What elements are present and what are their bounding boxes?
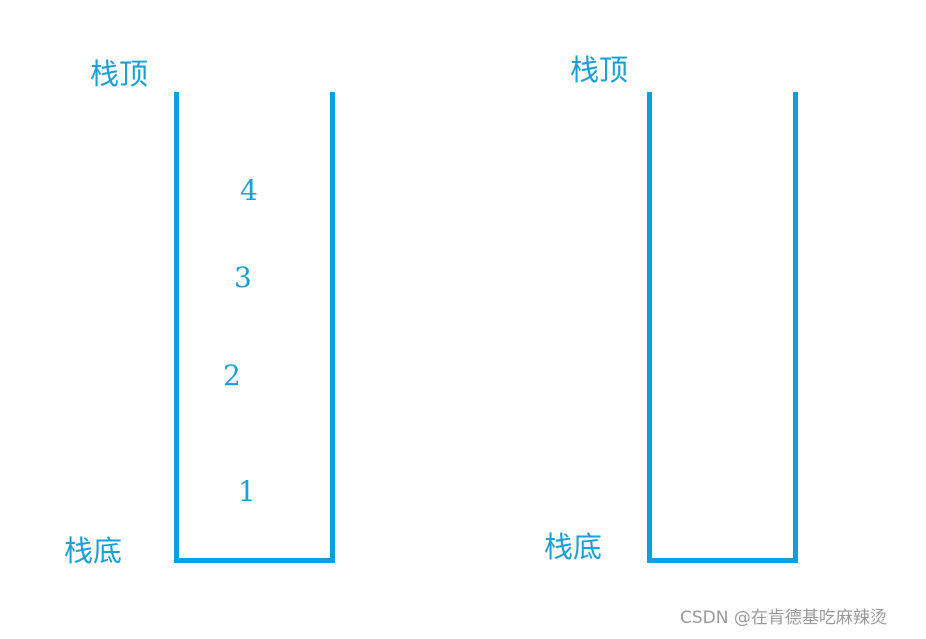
watermark: CSDN @在肯德基吃麻辣烫 (680, 608, 887, 628)
right-stack-left-wall (647, 92, 652, 563)
right-stack-bottom-label: 栈底 (544, 530, 603, 564)
left-stack-bottom-wall (174, 558, 335, 563)
right-stack-bottom-wall (647, 558, 798, 563)
left-stack-right-wall (330, 92, 335, 563)
right-stack-top-label: 栈顶 (570, 53, 629, 87)
stack-element-2: 2 (223, 359, 241, 392)
left-stack-top-label: 栈顶 (90, 57, 149, 91)
stack-element-1: 1 (238, 475, 256, 508)
right-stack-right-wall (793, 92, 798, 563)
left-stack-bottom-label: 栈底 (64, 534, 123, 568)
left-stack-left-wall (174, 92, 179, 563)
stack-element-4: 4 (240, 174, 258, 207)
stack-element-3: 3 (234, 261, 252, 294)
